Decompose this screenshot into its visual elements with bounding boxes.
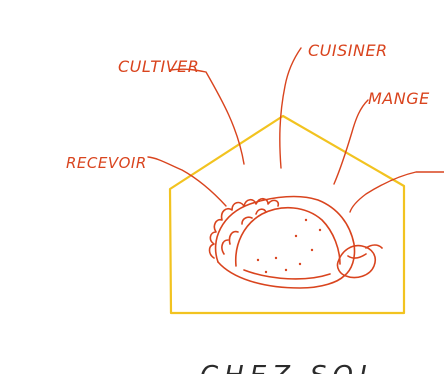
house-outline-icon [170,116,404,313]
pointer-cultiver [170,69,244,164]
pointer-cuisiner [280,48,301,168]
pointer-recevoir [148,157,226,206]
pointer-right [350,172,444,212]
label-manger: MANGE [368,89,430,108]
label-cultiver: CULTIVER [118,57,199,76]
pointer-manger [334,100,368,184]
taco-drawing-icon [210,197,383,288]
label-recevoir: RECEVOIR [66,154,147,172]
caption-chez-soi: CHEZ-SOI [200,361,373,374]
label-cuisiner: CUISINER [308,41,388,60]
